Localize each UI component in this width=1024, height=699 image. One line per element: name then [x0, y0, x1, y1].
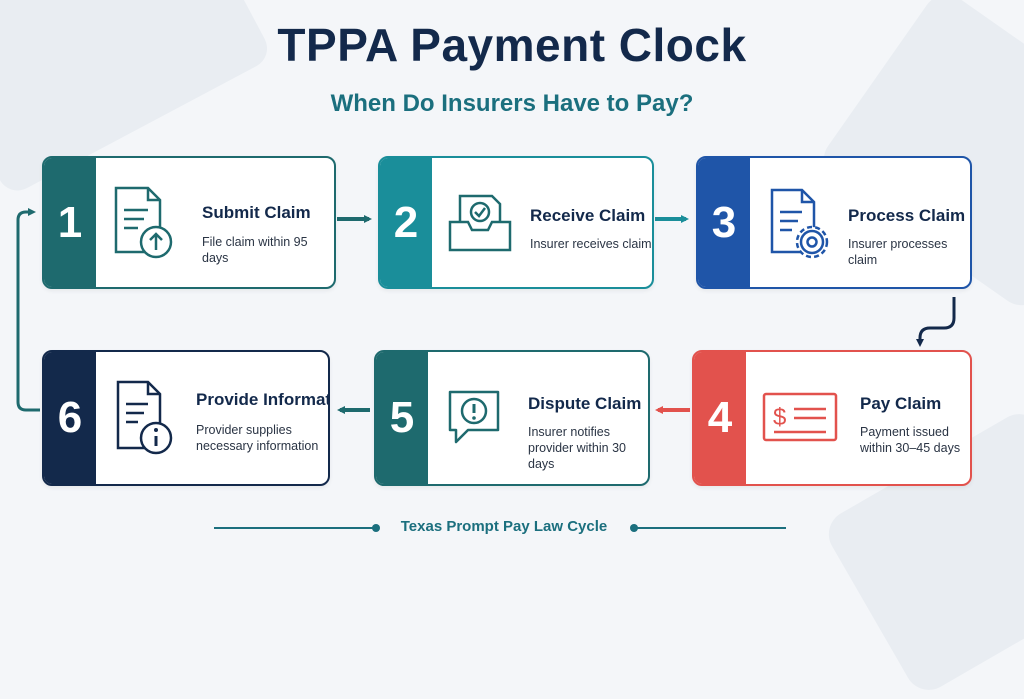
step-description: Payment issued within 30–45 days — [860, 425, 961, 455]
step-description: Insurer receives claim — [530, 237, 652, 251]
step-card-2: 2 Receive Claim Insurer receives claim — [378, 156, 654, 289]
step-number: 1 — [44, 158, 96, 287]
document-info-icon — [116, 380, 173, 455]
step-number: 4 — [694, 352, 746, 484]
step-card-3: 3 Process Claim Insurer processes claim — [696, 156, 972, 289]
page-title: TPPA Payment Clock — [277, 19, 747, 71]
step-number: 5 — [376, 352, 428, 484]
step-title: Dispute Claim — [528, 394, 642, 413]
alert-speech-bubble-icon — [448, 390, 500, 444]
step-card-6: 6 Provide Information Provider supplies … — [42, 350, 330, 486]
document-upload-icon — [114, 186, 173, 259]
step-title: Provide Information — [196, 390, 330, 409]
step-title: Receive Claim — [530, 206, 646, 225]
step-description: Provider supplies necessary information — [196, 423, 319, 453]
inbox-check-icon — [448, 194, 512, 252]
svg-text:$: $ — [773, 404, 786, 431]
step-description: Insurer notifies provider within 30 days — [528, 425, 626, 471]
step-title: Process Claim — [848, 206, 966, 225]
step-description: Insurer processes claim — [848, 237, 948, 267]
footer-dot-right — [630, 524, 638, 532]
footer-caption: Texas Prompt Pay Law Cycle — [400, 518, 608, 535]
check-payment-icon: $ — [762, 392, 838, 442]
document-gear-icon — [770, 188, 829, 259]
footer-line-left — [214, 527, 378, 529]
step-title: Pay Claim — [860, 394, 942, 413]
page-subtitle: When Do Insurers Have to Pay? — [330, 90, 694, 117]
step-card-1: 1 Submit Claim File claim within 95 days — [42, 156, 336, 289]
footer-line-right — [636, 527, 786, 529]
footer-dot-left — [372, 524, 380, 532]
arrow-3-to-4 — [916, 297, 956, 347]
step-number: 3 — [698, 158, 750, 287]
arrow-6-to-1 — [16, 208, 40, 412]
step-card-5: 5 Dispute Claim Insurer notifies provide… — [374, 350, 650, 486]
step-description: File claim within 95 days — [202, 235, 308, 265]
step-title: Submit Claim — [202, 203, 311, 222]
flow-arrows — [16, 208, 956, 414]
step-card-4: 4 $ Pay Claim Payment issued within 30–4… — [692, 350, 972, 486]
step-number: 2 — [380, 158, 432, 287]
step-number: 6 — [44, 352, 96, 484]
